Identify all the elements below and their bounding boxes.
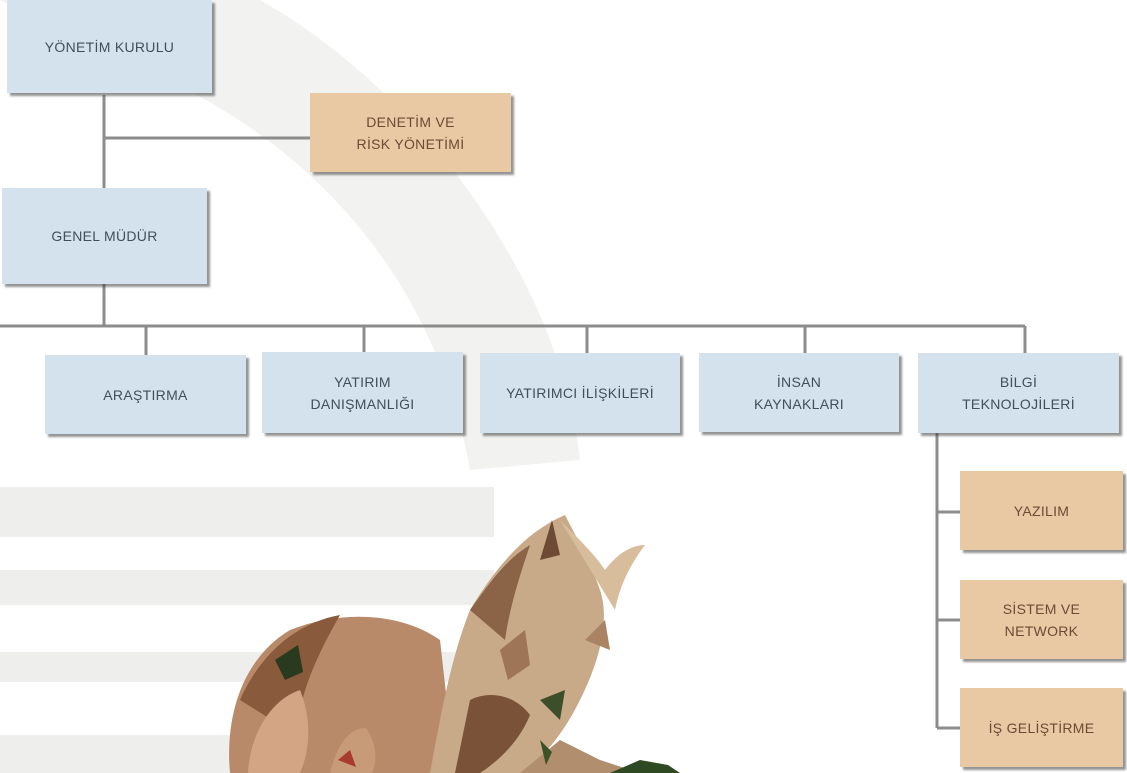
audit-box: DENETİM VE RİSK YÖNETİMİ <box>310 93 511 172</box>
department-box: ARAŞTIRMA <box>45 355 246 434</box>
department-label: YATIRIMCI İLİŞKİLERİ <box>506 385 654 401</box>
it-unit-label: İŞ GELİŞTİRME <box>988 719 1095 736</box>
department-label: İNSAN KAYNAKLARI <box>754 373 844 412</box>
department-box: İNSAN KAYNAKLARI <box>699 353 899 432</box>
general-manager-label: GENEL MÜDÜR <box>51 228 158 244</box>
audit-label: DENETİM VE RİSK YÖNETİMİ <box>356 113 465 152</box>
department-box: YATIRIMCI İLİŞKİLERİ <box>480 353 680 433</box>
board-label: YÖNETİM KURULU <box>44 38 175 55</box>
board-box: YÖNETİM KURULU <box>7 0 212 93</box>
it-unit-label: YAZILIM <box>1013 502 1070 519</box>
department-label: BİLGİ TEKNOLOJİLERİ <box>962 374 1075 412</box>
it-unit-box: SİSTEM VE NETWORK <box>960 580 1123 659</box>
it-unit-box: YAZILIM <box>960 471 1123 550</box>
general-manager-box: GENEL MÜDÜR <box>2 188 207 284</box>
it-unit-label: SİSTEM VE NETWORK <box>1002 600 1081 639</box>
department-label: YATIRIM DANIŞMANLIĞI <box>310 373 415 412</box>
background-stripe <box>0 487 494 537</box>
department-box: BİLGİ TEKNOLOJİLERİ <box>918 353 1119 433</box>
it-unit-box: İŞ GELİŞTİRME <box>960 688 1123 767</box>
background-stripe <box>0 570 494 605</box>
department-label: ARAŞTIRMA <box>103 386 188 403</box>
department-box: YATIRIM DANIŞMANLIĞI <box>262 352 463 433</box>
